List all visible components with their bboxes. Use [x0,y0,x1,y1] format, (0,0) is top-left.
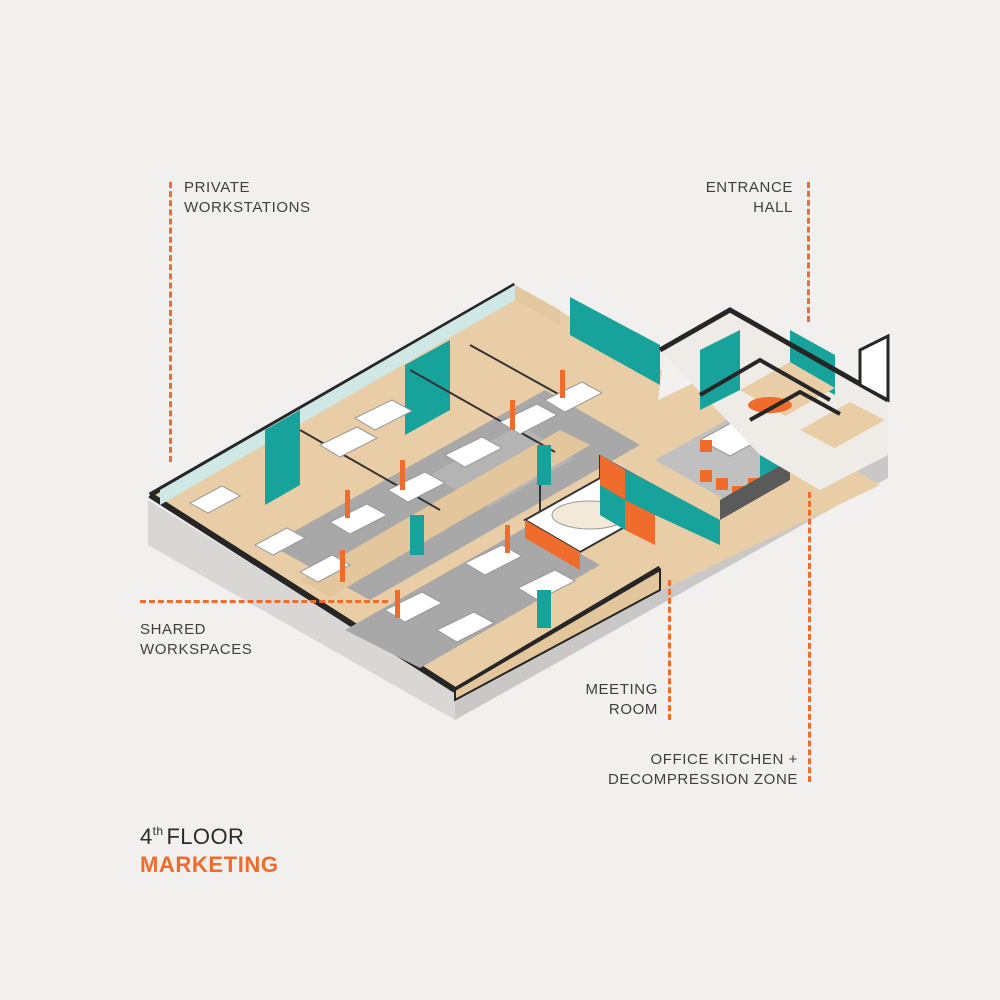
front-railing [454,568,661,702]
label-entrance-hall: ENTRANCE HALL [706,178,793,218]
entrance-hall [658,307,890,490]
floor-department: MARKETING [140,852,279,877]
label-line: MEETING [585,681,658,698]
leader-shared-workspaces [140,600,388,603]
label-line: SHARED [140,621,207,638]
label-line: OFFICE KITCHEN + [650,751,798,768]
label-line: ENTRANCE [705,179,793,196]
label-line: ROOM [608,701,658,718]
label-line: HALL [753,199,793,216]
floor-suffix: th [152,824,164,838]
leader-meeting-room [668,580,671,720]
leader-entrance-hall [807,182,810,322]
label-line: WORKSTATIONS [184,199,311,216]
floor-number: 4 [140,824,153,849]
back-wall [160,285,660,505]
walkway [300,430,590,597]
label-line: WORKSPACES [140,641,253,658]
leader-private-workstations [169,182,172,462]
leader-office-kitchen [808,492,811,782]
label-office-kitchen: OFFICE KITCHEN + DECOMPRESSION ZONE [608,750,798,790]
label-line: PRIVATE [184,179,251,196]
feature-wall [600,455,720,545]
label-shared-workspaces: SHARED WORKSPACES [140,620,252,660]
teal-columns [410,445,551,628]
label-line: DECOMPRESSION ZONE [608,771,798,788]
floor-word: FLOOR [166,824,245,849]
label-private-workstations: PRIVATE WORKSTATIONS [184,178,311,218]
orange-columns [340,370,565,618]
label-meeting-room: MEETING ROOM [585,680,658,720]
